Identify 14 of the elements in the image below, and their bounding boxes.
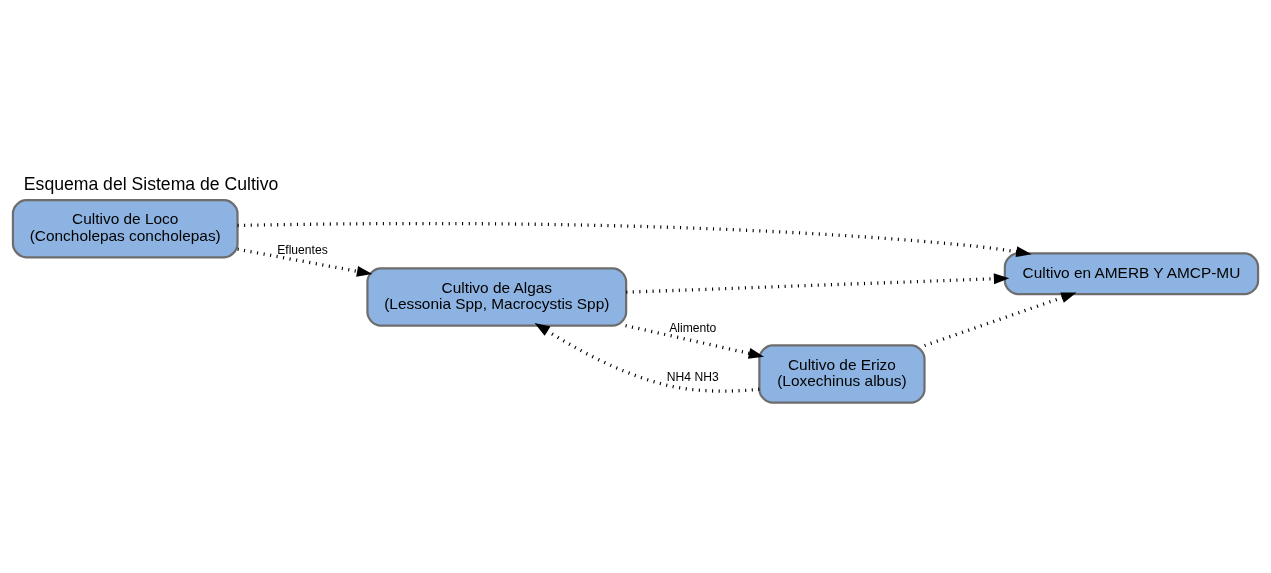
arrow [924, 292, 1077, 347]
node-box: Cultivo de Loco (Concholepas concholepas) [11, 198, 239, 258]
arrow [237, 221, 1032, 257]
node-box: Cultivo en AMERB Y AMCP-MU [1003, 251, 1260, 295]
edge-label: Efluentes [277, 242, 328, 257]
arrow [625, 323, 765, 359]
diagram-title: Esquema del Sistema de Cultivo [23, 173, 279, 194]
arrow [237, 247, 373, 277]
edge-label: NH4 NH3 [666, 369, 719, 384]
node-box: Cultivo de Algas (Lessonia Spp, Macrocystis Spp) [366, 266, 628, 327]
edge-label: Alimento [669, 320, 717, 335]
arrow [534, 322, 760, 393]
arrow [626, 272, 1010, 294]
node-box: Cultivo de Erizo (Loxechinus albus) [758, 343, 926, 404]
